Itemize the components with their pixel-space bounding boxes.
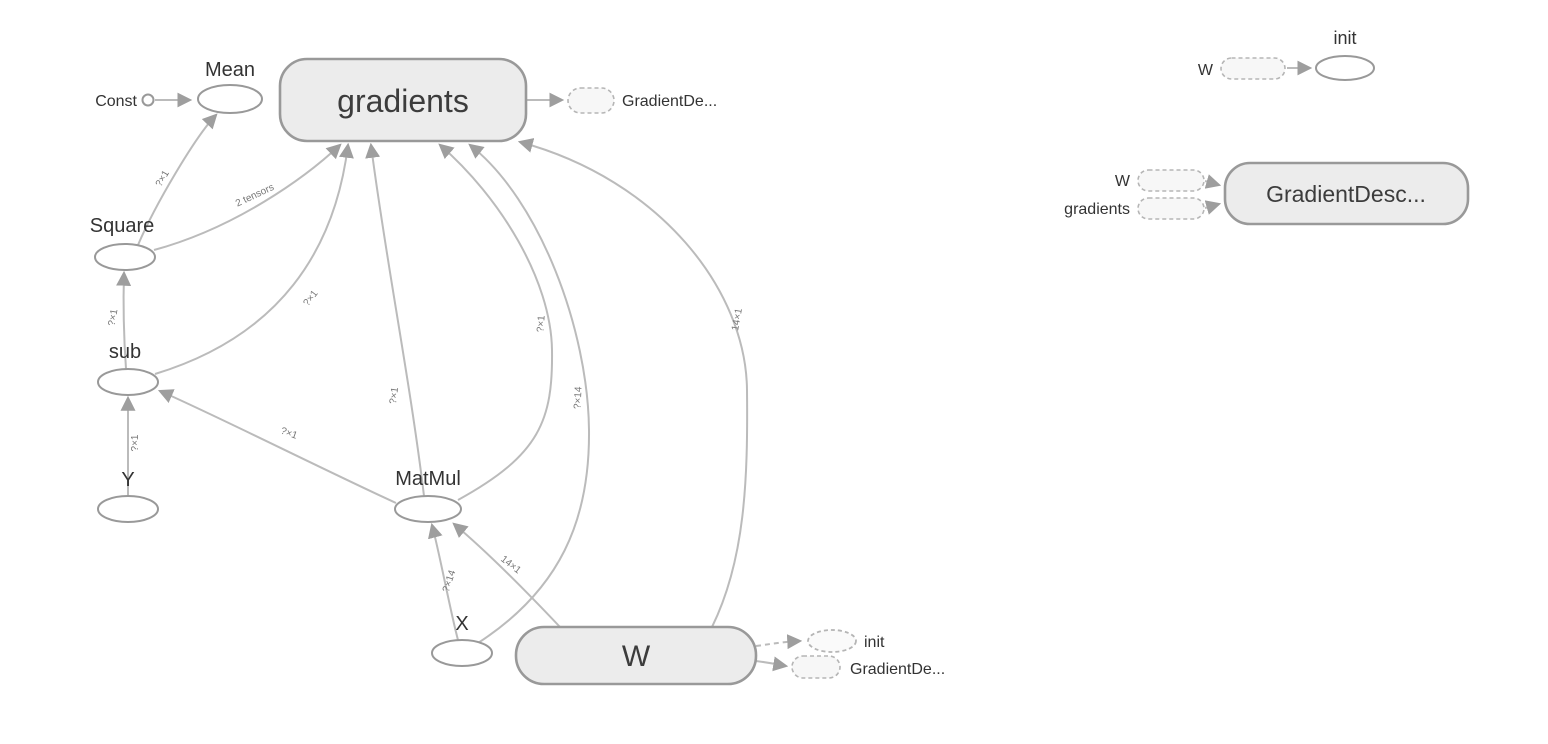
w-gd-output-label: GradientDe... <box>850 661 945 678</box>
matmul-node[interactable] <box>394 495 462 523</box>
w-init-output-stub[interactable] <box>807 629 857 653</box>
init-node[interactable] <box>1315 55 1375 81</box>
gd-gradients-input-label: gradients <box>1064 201 1130 218</box>
edge-label: ?×1 <box>388 386 401 405</box>
square-node-label: Square <box>90 215 155 237</box>
init-subgraph: W init <box>1198 28 1375 81</box>
sub-node[interactable] <box>97 368 159 396</box>
sub-node-label: sub <box>109 341 141 363</box>
init-node-label: init <box>1333 28 1356 48</box>
edge-label: ?×14 <box>572 386 584 410</box>
gradients-node[interactable] <box>278 57 528 143</box>
edge-label: ?×1 <box>535 315 547 333</box>
const-node[interactable] <box>141 93 155 107</box>
edge-labels-group: ?×1 2 tensors ?×1 ?×1 ?×1 ?×1 ?×1 ?×1 ?×… <box>107 168 745 593</box>
y-node-label: Y <box>121 469 134 491</box>
gradients-output-label: GradientDe... <box>622 93 717 110</box>
edge-square-mean <box>137 113 218 246</box>
gd-gradients-input-stub[interactable] <box>1137 197 1205 220</box>
matmul-node-label: MatMul <box>395 468 461 490</box>
edge-square-gradients <box>153 143 342 251</box>
edge-matmul-sub <box>157 389 397 504</box>
edges-group <box>116 92 803 672</box>
gradients-node-label: gradients <box>337 83 469 119</box>
gd-w-input-label: W <box>1115 173 1131 190</box>
w-node[interactable] <box>514 625 758 686</box>
square-node[interactable] <box>94 243 156 271</box>
gd-w-input-stub[interactable] <box>1137 169 1205 192</box>
edge-x-matmul <box>428 522 459 641</box>
mean-node-label: Mean <box>205 59 255 81</box>
edge-w-init-out <box>755 634 803 650</box>
x-node[interactable] <box>431 639 493 667</box>
init-w-input-label: W <box>1198 62 1214 79</box>
y-node[interactable] <box>97 495 159 523</box>
edge-w-matmul <box>452 522 561 628</box>
edge-gradientsstub-gd <box>1204 200 1222 215</box>
edge-w-gradients <box>517 138 749 628</box>
w-node-label: W <box>622 640 651 673</box>
edge-label: ?×1 <box>279 426 299 442</box>
x-node-label: X <box>455 613 468 635</box>
edge-label: 2 tensors <box>234 182 276 209</box>
gradients-output-stub[interactable] <box>567 87 615 114</box>
edge-sub-square <box>116 270 132 370</box>
edge-x-gradients <box>468 143 591 644</box>
edge-sub-gradients <box>154 142 354 375</box>
edge-w-gd-out <box>755 656 789 672</box>
edge-matmul-gradients-left <box>365 142 425 497</box>
edge-label: 14×1 <box>730 307 745 332</box>
init-w-input-stub[interactable] <box>1220 57 1286 80</box>
nodes-group: Const Mean gradients GradientDe... Squar… <box>90 57 945 686</box>
w-gd-output-stub[interactable] <box>791 655 841 679</box>
w-init-output-label: init <box>864 634 885 651</box>
gradient-descent-subgraph: W gradients GradientDesc... <box>1064 161 1470 226</box>
const-node-label: Const <box>95 93 137 110</box>
edge-matmul-gradients-right <box>438 143 554 501</box>
gradient-descent-node[interactable] <box>1223 161 1470 226</box>
edge-label: ?×1 <box>301 288 320 308</box>
gradient-descent-node-label: GradientDesc... <box>1266 181 1426 207</box>
edge-label: 14×1 <box>498 554 523 577</box>
edge-label: ?×1 <box>107 308 121 327</box>
edge-label: ?×1 <box>130 434 141 451</box>
mean-node[interactable] <box>197 84 263 114</box>
edge-wstub-gd <box>1204 174 1222 189</box>
